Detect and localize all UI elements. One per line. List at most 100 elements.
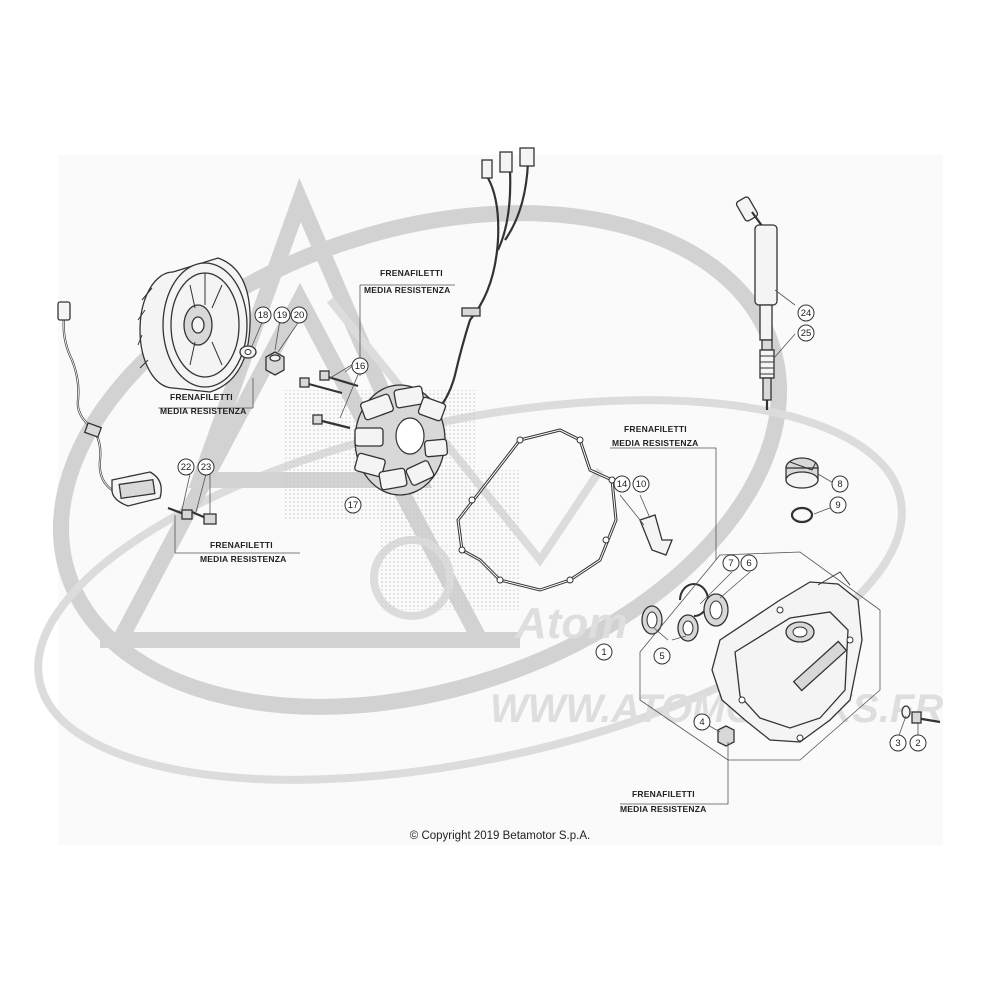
callout-circle <box>797 304 815 322</box>
watermark-url: WWW.ATOMCHICKS.FR <box>490 687 943 731</box>
circlip <box>679 583 709 617</box>
threadlock-note-pickup: FRENAFILETTI MEDIA RESISTENZA <box>200 540 286 564</box>
threadlock-note-line2: MEDIA RESISTENZA <box>612 438 698 448</box>
callout-number: 22 <box>181 462 192 473</box>
callout-number: 9 <box>835 500 840 511</box>
callout-circle <box>829 496 847 514</box>
callout-circle <box>693 713 711 731</box>
callout-23: 23 <box>197 458 215 476</box>
callout-number: 14 <box>617 479 628 490</box>
callout-circle <box>344 496 362 514</box>
callout-circle <box>740 554 758 572</box>
flywheel-washer <box>239 345 257 359</box>
callout-circle <box>722 554 740 572</box>
callout-25: 25 <box>797 324 815 342</box>
callout-2: 2 <box>909 734 927 752</box>
callout-circle <box>290 306 308 324</box>
callout-circle <box>273 306 291 324</box>
callout-7: 7 <box>722 554 740 572</box>
callout-circle <box>797 324 815 342</box>
cover-bearing <box>703 593 729 627</box>
cover-plug <box>717 725 735 747</box>
threadlock-note-line1: FRENAFILETTI <box>380 268 443 278</box>
callout-18: 18 <box>254 306 272 324</box>
cover-screw-washer <box>901 705 911 719</box>
callout-number: 1 <box>601 647 606 658</box>
watermark-logo-text: Atom <box>514 599 627 648</box>
callout-circle <box>197 458 215 476</box>
callout-20: 20 <box>290 306 308 324</box>
filler-cap-o-ring <box>790 506 814 524</box>
callout-number: 17 <box>348 500 359 511</box>
pickup-sensor-wire <box>57 301 162 507</box>
callout-6: 6 <box>740 554 758 572</box>
callout-circle <box>909 734 927 752</box>
threadlock-note-line1: FRENAFILETTI <box>210 540 273 550</box>
threadlock-note-flywheel: FRENAFILETTI MEDIA RESISTENZA <box>160 392 246 416</box>
pickup-screw <box>167 506 193 520</box>
threadlock-note-cover-bearing: FRENAFILETTI MEDIA RESISTENZA <box>612 424 698 448</box>
callout-number: 19 <box>277 310 288 321</box>
stator-coil <box>354 147 535 496</box>
callout-3: 3 <box>889 734 907 752</box>
threadlock-note-line1: FRENAFILETTI <box>170 392 233 402</box>
threadlock-note-stator: FRENAFILETTI MEDIA RESISTENZA <box>364 268 450 295</box>
callout-circle <box>254 306 272 324</box>
callout-10: 10 <box>632 475 650 493</box>
callout-number: 18 <box>258 310 269 321</box>
callout-circle <box>831 475 849 493</box>
callout-number: 7 <box>728 558 733 569</box>
callout-circle <box>632 475 650 493</box>
callout-number: 24 <box>801 308 812 319</box>
callout-9: 9 <box>829 496 847 514</box>
callout-number: 10 <box>636 479 647 490</box>
callout-circle <box>613 475 631 493</box>
flywheel-nut <box>265 351 285 376</box>
callout-14: 14 <box>613 475 631 493</box>
threadlock-note-cover-plug: FRENAFILETTI MEDIA RESISTENZA <box>620 789 706 814</box>
callout-circle <box>889 734 907 752</box>
retaining-clip <box>639 514 673 556</box>
callout-number: 4 <box>699 717 704 728</box>
threadlock-note-line2: MEDIA RESISTENZA <box>200 554 286 564</box>
callout-circle <box>595 643 613 661</box>
cover-gasket <box>456 428 618 592</box>
callout-number: 2 <box>915 738 920 749</box>
callout-number: 25 <box>801 328 812 339</box>
callout-circle <box>351 357 369 375</box>
callout-19: 19 <box>273 306 291 324</box>
threadlock-note-line1: FRENAFILETTI <box>632 789 695 799</box>
callout-8: 8 <box>831 475 849 493</box>
callout-number: 23 <box>201 462 212 473</box>
callout-16: 16 <box>351 357 369 375</box>
callout-number: 5 <box>659 651 664 662</box>
callout-circle <box>177 458 195 476</box>
oil-filler-cap <box>785 457 819 489</box>
callout-24: 24 <box>797 304 815 322</box>
oil-seal-right <box>677 614 699 642</box>
callout-circle <box>653 647 671 665</box>
copyright-notice: © Copyright 2019 Betamotor S.p.A. <box>409 830 591 842</box>
ignition-cover <box>711 571 863 743</box>
spark-plug <box>759 339 775 410</box>
threadlock-note-line2: MEDIA RESISTENZA <box>160 406 246 416</box>
callout-number: 6 <box>746 558 751 569</box>
callout-4: 4 <box>693 713 711 731</box>
callout-5: 5 <box>653 647 671 665</box>
callout-1: 1 <box>595 643 613 661</box>
callout-number: 16 <box>355 361 366 372</box>
threadlock-note-line2: MEDIA RESISTENZA <box>620 804 706 814</box>
threadlock-note-line1: FRENAFILETTI <box>624 424 687 434</box>
flywheel-rotor <box>137 257 251 393</box>
callout-22: 22 <box>177 458 195 476</box>
callout-17: 17 <box>344 496 362 514</box>
threadlock-note-line2: MEDIA RESISTENZA <box>364 285 450 295</box>
ignition-coil <box>735 196 778 341</box>
callout-number: 3 <box>895 738 900 749</box>
oil-seal-left <box>641 605 663 635</box>
callout-number: 20 <box>294 310 305 321</box>
callout-number: 8 <box>837 479 842 490</box>
cover-screw <box>911 711 941 724</box>
